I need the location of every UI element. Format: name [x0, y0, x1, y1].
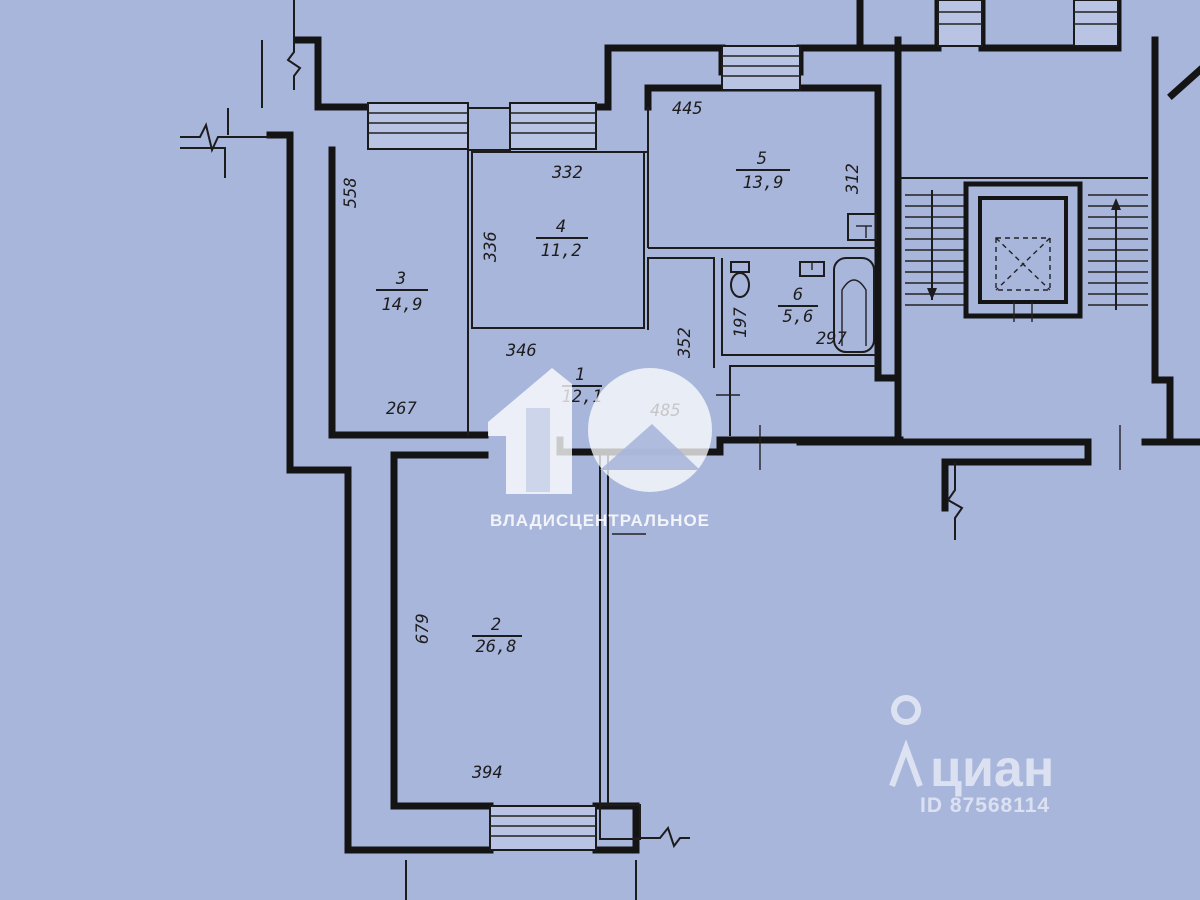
room2-wall [390, 451, 494, 810]
bathroom-outline [721, 258, 876, 356]
windows [367, 0, 1119, 851]
window-room3 [367, 102, 469, 150]
cian-brand: циан [930, 740, 1054, 798]
stairs-left [905, 190, 965, 306]
fixtures [730, 213, 877, 353]
landing-wall [796, 438, 1092, 512]
room-6-number: 6 [793, 285, 803, 305]
dim-336: 336 [481, 231, 501, 263]
stairs-right [1088, 194, 1148, 310]
partition-corridor [647, 257, 715, 368]
stair-right-wall [1151, 36, 1174, 444]
outer-wall-top-right [796, 0, 864, 76]
outer-wall-left [294, 36, 372, 111]
window-room5 [721, 45, 801, 91]
break-mark-bottom [636, 825, 690, 849]
room-labels: 1 12,1 2 26,8 3 14,9 4 11,2 5 13,9 6 5,6 [376, 149, 818, 657]
dim-297: 297 [816, 329, 847, 349]
agency-watermark: ВЛАДИСЦЕНТРАЛЬНОЕ [488, 368, 712, 530]
room-4-label: 4 11,2 [536, 217, 588, 261]
window-room2 [489, 805, 597, 851]
outer-wall-left-lower [266, 131, 494, 854]
dim-267: 267 [386, 399, 417, 419]
partitions [467, 107, 878, 840]
stair-far-right [1167, 65, 1200, 100]
room-3-area: 14,9 [382, 295, 423, 315]
room-5-area: 13,9 [743, 173, 784, 193]
room-6-label: 6 5,6 [778, 285, 818, 327]
break-mark-top [286, 0, 302, 90]
break-mark-landing [946, 462, 964, 540]
stairwell [900, 177, 1148, 322]
room-1-number: 1 [575, 365, 585, 385]
column [467, 107, 511, 151]
closet-outline [729, 365, 876, 436]
kitchen-stove-icon [847, 213, 877, 241]
break-marks [180, 0, 1121, 900]
break-mark-left [180, 122, 270, 154]
cian-listing-id: ID 87568114 [920, 794, 1050, 817]
outer-wall-bottom-right [592, 804, 640, 854]
dim-346: 346 [505, 341, 537, 361]
room-5-number: 5 [757, 149, 767, 169]
room-2-number: 2 [491, 615, 501, 635]
break-mark-left-2 [180, 147, 226, 178]
room3-wall [328, 146, 489, 439]
room-2-area: 26,8 [476, 637, 517, 657]
outer-wall-top [592, 44, 726, 111]
dim-394: 394 [471, 763, 503, 783]
location-pin-icon [889, 695, 923, 788]
room-4-area: 11,2 [541, 241, 582, 261]
room-3-number: 3 [395, 269, 406, 289]
dim-312: 312 [843, 163, 863, 195]
dim-197: 197 [731, 307, 751, 338]
balcony-post [599, 804, 641, 840]
cian-watermark: циан ID 87568114 [889, 695, 1054, 817]
room-4-number: 4 [556, 217, 566, 237]
window-stair-2 [1073, 0, 1119, 47]
sink-icon [799, 261, 825, 277]
room5-wall [644, 84, 902, 444]
room-5-label: 5 13,9 [736, 149, 790, 193]
agency-name: ВЛАДИСЦЕНТРАЛЬНОЕ [490, 511, 710, 530]
room-2-label: 2 26,8 [472, 615, 522, 657]
dim-332: 332 [551, 163, 583, 183]
dim-679: 679 [413, 613, 433, 644]
dim-558: 558 [341, 177, 361, 208]
room-3-label: 3 14,9 [376, 269, 428, 315]
agency-logo-icon [488, 368, 712, 494]
window-room4 [509, 102, 597, 150]
window-stair-1 [937, 0, 983, 47]
dim-352: 352 [675, 327, 695, 359]
toilet-icon [730, 261, 750, 298]
dim-445: 445 [672, 99, 703, 119]
elevator-shaft [963, 181, 1083, 322]
room-6-area: 5,6 [783, 307, 814, 327]
bathtub-icon [833, 257, 875, 353]
